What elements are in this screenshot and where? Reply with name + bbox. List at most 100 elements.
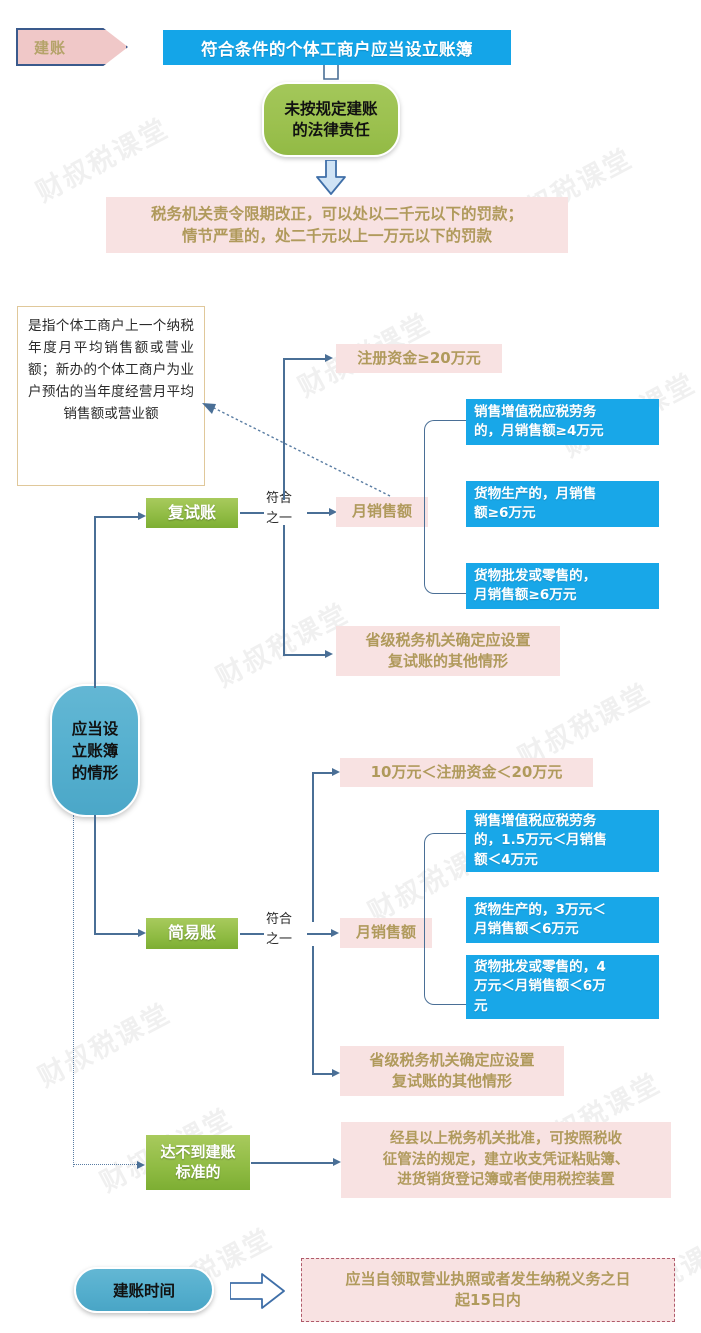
detail-simple-wholesale-retail: 货物批发或零售的，4 万元＜月销售额＜6万 元 <box>466 955 659 1019</box>
connector-double-bus-up <box>283 358 285 500</box>
detail-simple-vat-line3: 额＜4万元 <box>474 851 538 868</box>
criteria-double-other-line2: 复试账的其他情形 <box>387 652 508 670</box>
criteria-double-monthly-sales: 月销售额 <box>336 497 428 527</box>
connector-simple-bus-down <box>312 946 314 1074</box>
criteria-simple-other-cases: 省级税务机关确定应设置 复试账的其他情形 <box>340 1046 564 1096</box>
detail-simple-retail-line1: 货物批发或零售的，4 <box>474 959 606 976</box>
section-tag-jianzhang: 建账 <box>16 28 128 66</box>
connector-main-dotted-down <box>73 815 74 1167</box>
penalty-line-2: 情节严重的，处二千元以上一万元以下的罚款 <box>181 227 492 245</box>
criteria-simple-other-line2: 复试账的其他情形 <box>391 1072 512 1090</box>
arrowhead <box>138 511 146 520</box>
criteria-double-capital-text: 注册资金≥20万元 <box>357 348 481 367</box>
detail-simple-prod-line2: 月销售额＜6万元 <box>474 921 579 937</box>
connector-main-trunk-down <box>94 815 96 935</box>
connector-simple-to-other <box>312 1073 334 1075</box>
condition-double-line2: 之一 <box>266 510 293 526</box>
arrow-right-to-time-value <box>229 1272 286 1314</box>
connector-definition-pointer <box>200 398 392 498</box>
criteria-simple-other-line1: 省级税务机关确定应设置 <box>369 1050 535 1069</box>
criteria-simple-sales-text: 月销售额 <box>355 923 416 942</box>
watermark: 财叔税课堂 <box>31 113 174 209</box>
condition-simple-line2: 之一 <box>266 931 293 947</box>
definition-box: 是指个体工商户上一个纳税年度月平均销售额或营业额；新办的个体工商户为业户预估的当… <box>17 306 205 486</box>
detail-simple-vat-line2: 的，1.5万元＜月销售 <box>474 832 607 849</box>
result-below-standard: 经县以上税务机关批准，可按照税收 征管法的规定，建立收支凭证粘贴簿、 进货销货登… <box>341 1122 671 1198</box>
branch-label-simple-text: 简易账 <box>167 923 216 943</box>
node-liability-line1: 未按规定建账 <box>284 99 378 118</box>
node-liability-line2: 的法律责任 <box>292 120 370 139</box>
condition-label-double-entry: 符合 之一 <box>266 489 292 528</box>
condition-label-simple: 符合 之一 <box>266 910 292 949</box>
connector-simple-bus-up <box>312 772 314 922</box>
detail-double-vat-line2: 的，月销售额≥4万元 <box>474 423 604 439</box>
value-bookkeeping-time: 应当自领取营业执照或者发生纳税义务之日 起15日内 <box>301 1258 675 1322</box>
penalty-box: 税务机关责令限期改正，可以处以二千元以下的罚款； 情节严重的，处二千元以上一万元… <box>106 197 568 253</box>
condition-simple-line1: 符合 <box>266 912 293 927</box>
detail-double-prod-line1: 货物生产的，月销售 <box>474 485 597 502</box>
detail-simple-retail-line3: 元 <box>474 997 488 1014</box>
criteria-simple-capital-text: 10万元＜注册资金＜20万元 <box>370 762 563 781</box>
result-below-line3: 进货销货登记簿或者使用税控装置 <box>397 1172 615 1189</box>
watermark: 财叔税课堂 <box>211 598 354 694</box>
criteria-double-other-line1: 省级税务机关确定应设置 <box>365 630 531 649</box>
arrowhead <box>138 928 146 937</box>
main-node-line1: 应当设 <box>71 719 119 738</box>
definition-text: 是指个体工商户上一个纳税年度月平均销售额或营业额；新办的个体工商户为业户预估的当… <box>28 318 194 423</box>
connector-banner-to-liability <box>322 65 340 81</box>
criteria-double-sales-text: 月销售额 <box>351 502 412 521</box>
connector-simple-sales-brace <box>424 833 467 1005</box>
connector-double-to-other <box>283 654 327 656</box>
connector-simple-to-cond <box>240 933 264 935</box>
section-tag-label: 建账 <box>34 38 67 57</box>
connector-double-to-capital <box>283 358 327 360</box>
bookkeeping-time-label: 建账时间 <box>112 1282 175 1300</box>
connector-double-sales-brace <box>424 420 467 594</box>
node-should-establish-books: 应当设 立账簿 的情形 <box>50 684 140 817</box>
branch-label-double-entry-text: 复试账 <box>167 502 216 522</box>
node-liability: 未按规定建账 的法律责任 <box>262 82 400 157</box>
detail-double-vat-line1: 销售增值税应税劳务 <box>474 403 597 420</box>
main-node-line2: 立账簿 <box>71 741 119 760</box>
connector-main-trunk-up <box>94 516 96 688</box>
connector-double-to-cond <box>240 512 264 514</box>
banner-title-text: 符合条件的个体工商户应当设立账簿 <box>201 39 473 59</box>
connector-main-to-double <box>94 516 140 518</box>
arrowhead <box>331 928 339 937</box>
connector-main-dotted-to-below <box>73 1164 139 1171</box>
result-below-line2: 征管法的规定，建立收支凭证粘贴簿、 <box>382 1151 630 1168</box>
connector-simple-to-sales <box>307 933 333 935</box>
branch-label-double-entry: 复试账 <box>146 498 238 528</box>
arrowhead <box>332 1068 340 1077</box>
detail-double-goods-production: 货物生产的，月销售 额≥6万元 <box>466 481 659 527</box>
detail-double-retail-line1: 货物批发或零售的， <box>474 567 597 584</box>
banner-title: 符合条件的个体工商户应当设立账簿 <box>163 30 511 65</box>
penalty-line-1: 税务机关责令限期改正，可以处以二千元以下的罚款； <box>150 205 523 223</box>
detail-simple-retail-line2: 万元＜月销售额＜6万 <box>474 978 606 995</box>
connector-main-to-simple <box>94 933 140 935</box>
branch-below-line2: 标准的 <box>175 1162 221 1181</box>
arrowhead <box>137 1161 145 1169</box>
main-node-line3: 的情形 <box>71 763 119 782</box>
connector-double-bus-down <box>283 525 285 655</box>
branch-label-simple: 简易账 <box>146 918 238 949</box>
detail-double-prod-line2: 额≥6万元 <box>474 505 536 521</box>
criteria-double-registered-capital: 注册资金≥20万元 <box>336 344 502 373</box>
bookkeeping-time-line1: 应当自领取营业执照或者发生纳税义务之日 <box>345 1270 631 1288</box>
criteria-simple-registered-capital: 10万元＜注册资金＜20万元 <box>340 758 593 787</box>
branch-below-line1: 达不到建账 <box>160 1143 236 1161</box>
criteria-simple-monthly-sales: 月销售额 <box>340 918 432 948</box>
detail-double-retail-line2: 月销售额≥6万元 <box>474 587 577 603</box>
node-bookkeeping-time: 建账时间 <box>74 1267 214 1313</box>
detail-double-vat-service: 销售增值税应税劳务 的，月销售额≥4万元 <box>466 399 659 445</box>
detail-simple-prod-line1: 货物生产的，3万元＜ <box>474 901 606 918</box>
result-below-line1: 经县以上税务机关批准，可按照税收 <box>390 1131 622 1148</box>
arrowhead <box>333 1157 341 1166</box>
condition-double-line1: 符合 <box>266 491 293 506</box>
arrowhead <box>325 649 333 658</box>
detail-simple-vat-service: 销售增值税应税劳务 的，1.5万元＜月销售 额＜4万元 <box>466 810 659 872</box>
watermark: 财叔税课堂 <box>33 998 176 1094</box>
criteria-double-other-cases: 省级税务机关确定应设置 复试账的其他情形 <box>336 626 560 676</box>
detail-simple-vat-line1: 销售增值税应税劳务 <box>474 813 597 830</box>
